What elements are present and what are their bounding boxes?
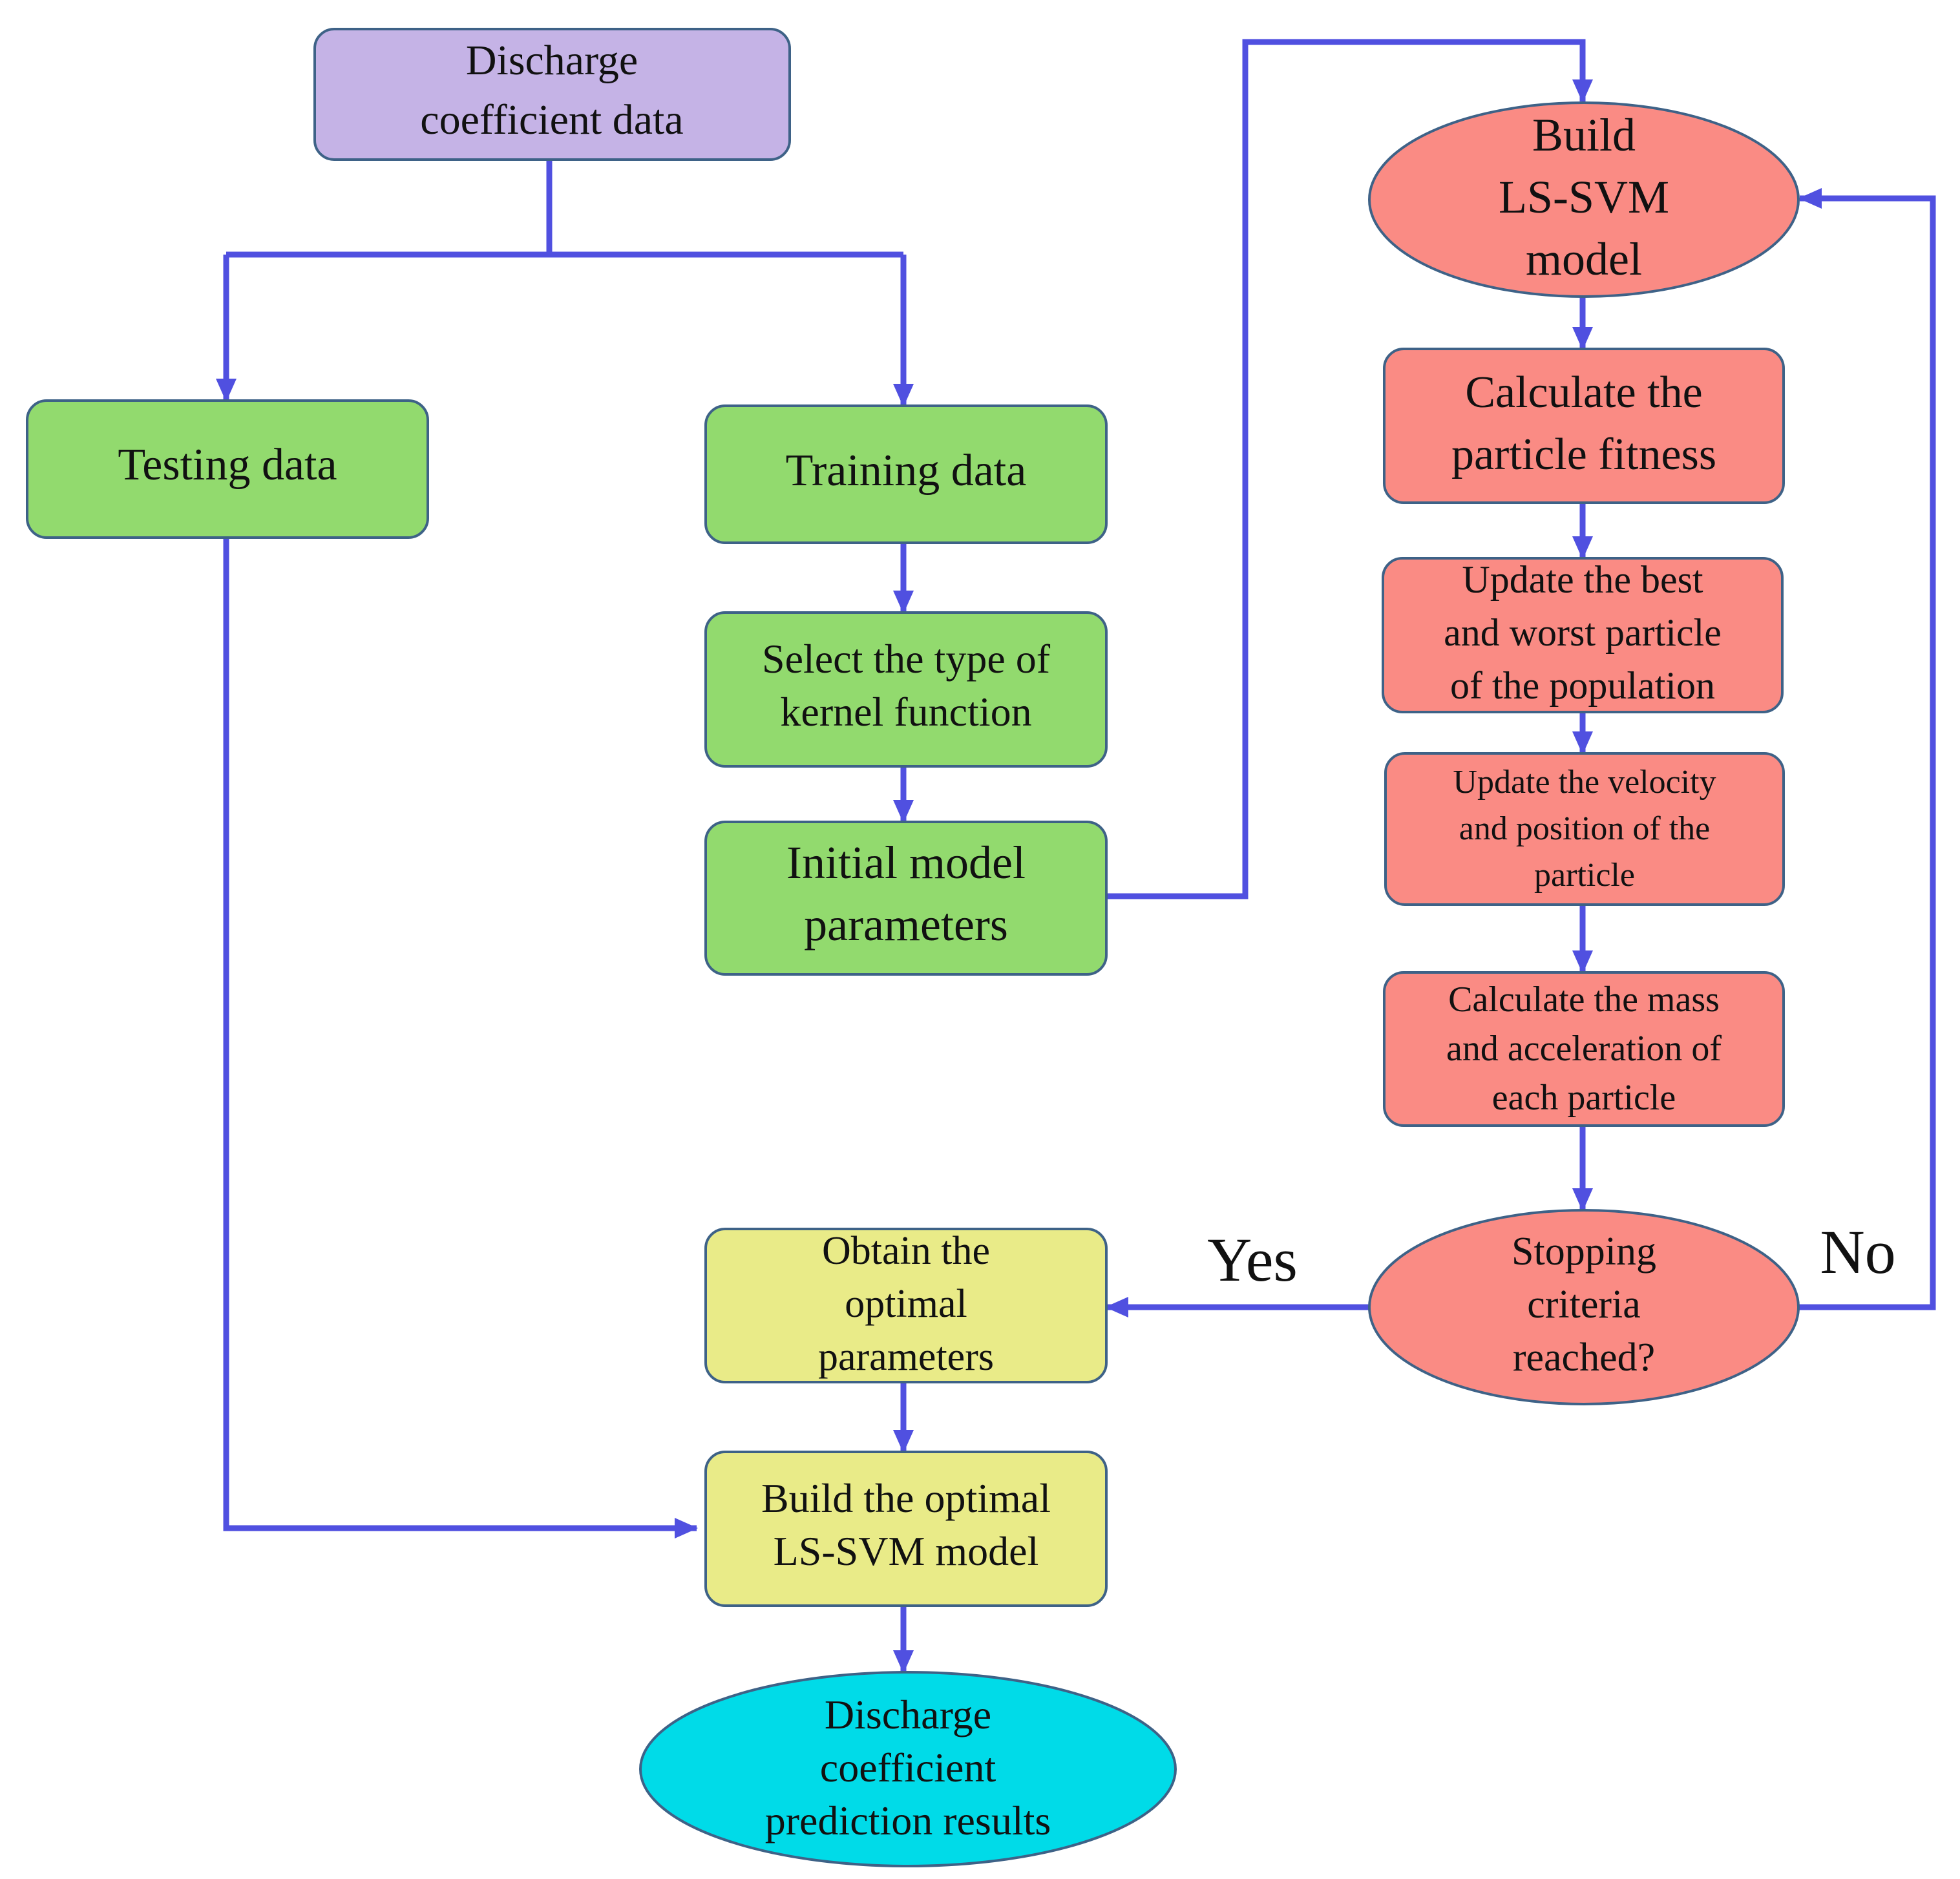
- label-line: parameters: [818, 1335, 994, 1379]
- node-stopping-criteria-label: Stopping criteria reached?: [1512, 1230, 1656, 1380]
- label-line: and position of the: [1459, 810, 1711, 847]
- node-calc-fitness-shape: [1383, 348, 1785, 504]
- node-build-optimal-shape: [704, 1451, 1108, 1607]
- label-line: kernel function: [780, 689, 1031, 735]
- label-line: particle fitness: [1451, 430, 1716, 479]
- label-line: reached?: [1513, 1336, 1655, 1380]
- node-build-lssvm-shape: [1368, 101, 1800, 298]
- node-calc-mass-label: Calculate the mass and acceleration of eac…: [1446, 980, 1722, 1118]
- node-testing-data: Testing data: [26, 399, 429, 539]
- label-line: parameters: [804, 899, 1008, 950]
- arrow-testing-to-build-optimal: [223, 538, 698, 1538]
- label-line: model: [1526, 233, 1642, 285]
- connectors: [216, 39, 1936, 1674]
- label-line: Stopping: [1512, 1230, 1656, 1274]
- label-line: each particle: [1492, 1078, 1676, 1118]
- label-line: Build the optimal: [761, 1475, 1051, 1521]
- node-discharge-data-label: Discharge coefficient data: [420, 37, 683, 143]
- node-stopping-criteria: Stopping criteria reached?: [1368, 1209, 1800, 1405]
- node-update-best-worst-shape: [1382, 557, 1784, 713]
- node-calc-fitness-label: Calculate the particle fitness: [1451, 368, 1716, 479]
- label-line: and acceleration of: [1446, 1029, 1722, 1069]
- label-line: Discharge: [825, 1692, 991, 1737]
- decision-label-yes: Yes: [1207, 1225, 1298, 1294]
- node-kernel-select-shape: [704, 611, 1108, 768]
- label-line: coefficient: [820, 1745, 996, 1790]
- connector-data-split: [226, 160, 903, 258]
- node-update-best-worst-label: Update the best and worst particle of the …: [1444, 558, 1722, 707]
- label-line: prediction results: [765, 1798, 1051, 1843]
- label-line: Update the best: [1462, 558, 1703, 601]
- node-obtain-optimal: Obtain the optimal parameters: [704, 1228, 1108, 1383]
- label-line: Testing data: [118, 440, 337, 490]
- node-calc-fitness: Calculate the particle fitness: [1383, 348, 1785, 504]
- node-calc-mass: Calculate the mass and acceleration of eac…: [1383, 971, 1785, 1127]
- node-testing-data-label: Testing data: [118, 440, 337, 490]
- decision-label-no: No: [1820, 1217, 1895, 1286]
- label-line: Calculate the: [1465, 368, 1702, 417]
- label-line: Training data: [786, 446, 1027, 496]
- label-line: coefficient data: [420, 96, 683, 143]
- node-discharge-data-shape: [313, 28, 791, 161]
- label-line: LS-SVM model: [774, 1528, 1039, 1574]
- label-line: Initial model: [786, 837, 1026, 888]
- label-line: Update the velocity: [1453, 764, 1716, 801]
- label-line: Build: [1532, 109, 1636, 161]
- arrow-no-loop-to-build: [1798, 188, 1936, 1310]
- node-prediction-results-shape: [639, 1671, 1177, 1867]
- node-update-velocity-shape: [1384, 752, 1785, 906]
- label-line: particle: [1534, 857, 1635, 894]
- node-prediction-results-label: Discharge coefficient prediction results: [765, 1692, 1051, 1843]
- node-discharge-data: Discharge coefficient data: [313, 28, 791, 161]
- node-obtain-optimal-shape: [704, 1228, 1108, 1383]
- node-update-velocity: Update the velocity and position of the pa…: [1384, 752, 1785, 906]
- node-training-data-shape: [704, 404, 1108, 544]
- label-line: and worst particle: [1444, 611, 1722, 654]
- node-initial-params-label: Initial model parameters: [786, 837, 1026, 950]
- node-initial-params: Initial model parameters: [704, 821, 1108, 976]
- node-update-best-worst: Update the best and worst particle of the …: [1382, 557, 1784, 713]
- node-kernel-select-label: Select the type of kernel function: [762, 636, 1051, 735]
- node-training-data: Training data: [704, 404, 1108, 544]
- node-stopping-criteria-shape: [1368, 1209, 1800, 1405]
- label-line: Discharge: [466, 37, 638, 84]
- label-line: optimal: [845, 1282, 967, 1326]
- label-line: LS-SVM: [1499, 171, 1669, 223]
- label-line: Obtain the: [822, 1229, 990, 1273]
- node-kernel-select: Select the type of kernel function: [704, 611, 1108, 768]
- node-prediction-results: Discharge coefficient prediction results: [639, 1671, 1177, 1867]
- label-line: criteria: [1527, 1283, 1641, 1327]
- node-training-data-label: Training data: [786, 446, 1027, 496]
- node-obtain-optimal-label: Obtain the optimal parameters: [818, 1229, 994, 1379]
- label-line: of the population: [1450, 664, 1715, 707]
- label-line: Calculate the mass: [1448, 980, 1720, 1020]
- label-line: Select the type of: [762, 636, 1051, 682]
- node-update-velocity-label: Update the velocity and position of the pa…: [1453, 764, 1716, 894]
- node-testing-data-shape: [26, 399, 429, 539]
- node-calc-mass-shape: [1383, 971, 1785, 1127]
- node-initial-params-shape: [704, 821, 1108, 976]
- arrow-initial-to-build-lssvm: [1106, 39, 1593, 899]
